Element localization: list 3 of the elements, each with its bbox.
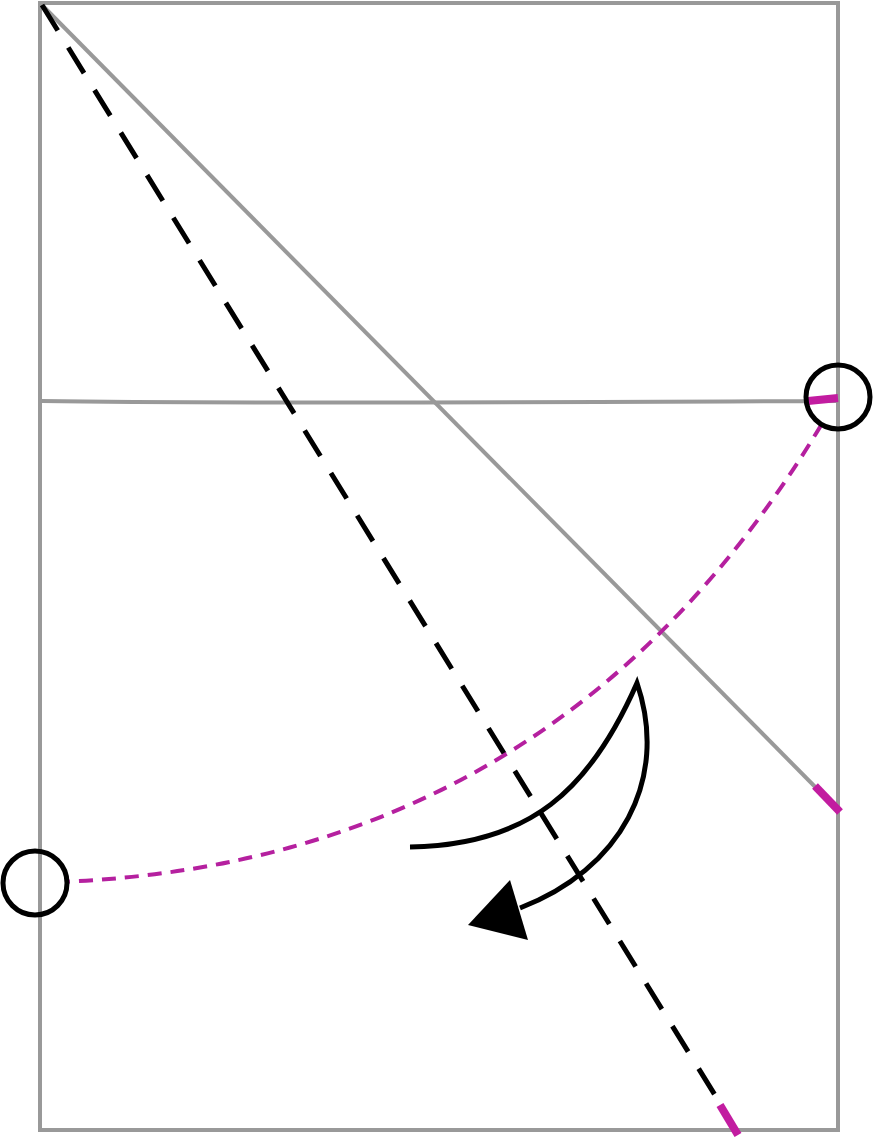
- fold-path: [66, 423, 824, 884]
- reference-circle: [0, 848, 70, 918]
- reference-circle: [803, 362, 873, 432]
